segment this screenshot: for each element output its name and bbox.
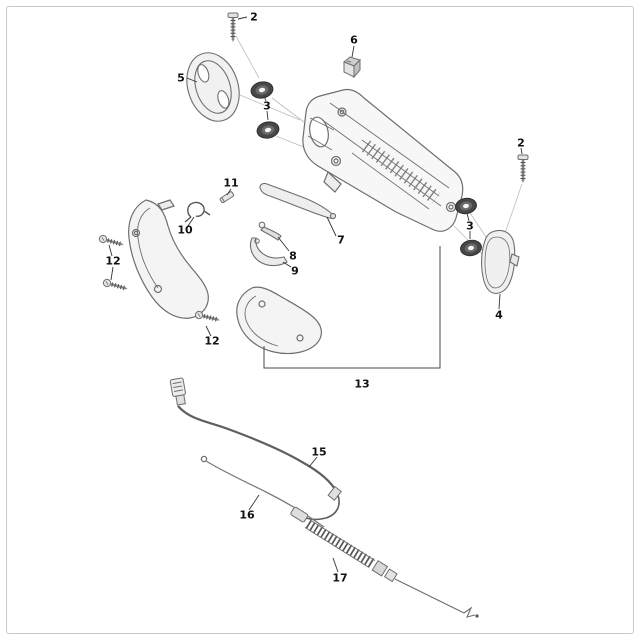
callout-4: 4: [495, 308, 503, 322]
throttle-rod-part-7: [259, 182, 337, 220]
callout-12-bottom: 12: [204, 334, 220, 348]
callout-leader-lines: [108, 16, 523, 573]
callout-6: 6: [350, 33, 358, 47]
callout-8: 8: [289, 249, 297, 263]
side-cover-part-4: [481, 229, 520, 294]
callout-11: 11: [223, 176, 239, 190]
bearing-grommets-part-3-left: [250, 81, 280, 139]
callout-3-right: 3: [466, 219, 474, 233]
callout-16: 16: [239, 508, 255, 522]
callout-10: 10: [177, 223, 193, 237]
cover-plate-part-5: [186, 52, 240, 122]
callout-17: 17: [332, 571, 348, 585]
spring-clip-part-10: [184, 201, 211, 223]
screw-part-2-top: [227, 12, 239, 42]
callout-2-top: 2: [250, 10, 258, 24]
lockout-lever-part-8: [258, 221, 282, 241]
callout-12-left: 12: [105, 254, 121, 268]
bearing-grommets-part-3-right: [455, 197, 482, 257]
screw-part-2-right: [517, 154, 529, 183]
callout-5: 5: [177, 71, 185, 85]
throttle-cable-part-17: [290, 506, 479, 618]
assembly-bracket-13: [263, 246, 441, 369]
callout-13: 13: [354, 377, 370, 391]
screws-part-12-left: [98, 234, 128, 291]
callout-9: 9: [291, 264, 299, 278]
handle-housing-part: [302, 88, 464, 232]
callout-15: 15: [311, 445, 327, 459]
callout-3-left: 3: [263, 99, 271, 113]
trigger-part-9: [249, 237, 288, 267]
screw-part-12-bottom: [194, 310, 220, 322]
handle-shell-lower: [236, 286, 322, 355]
switch-part-6: [343, 56, 361, 79]
callout-7: 7: [337, 233, 345, 247]
roll-pin-part-11: [219, 191, 235, 204]
callout-2-right: 2: [517, 136, 525, 150]
handle-shell-left: [128, 199, 209, 319]
